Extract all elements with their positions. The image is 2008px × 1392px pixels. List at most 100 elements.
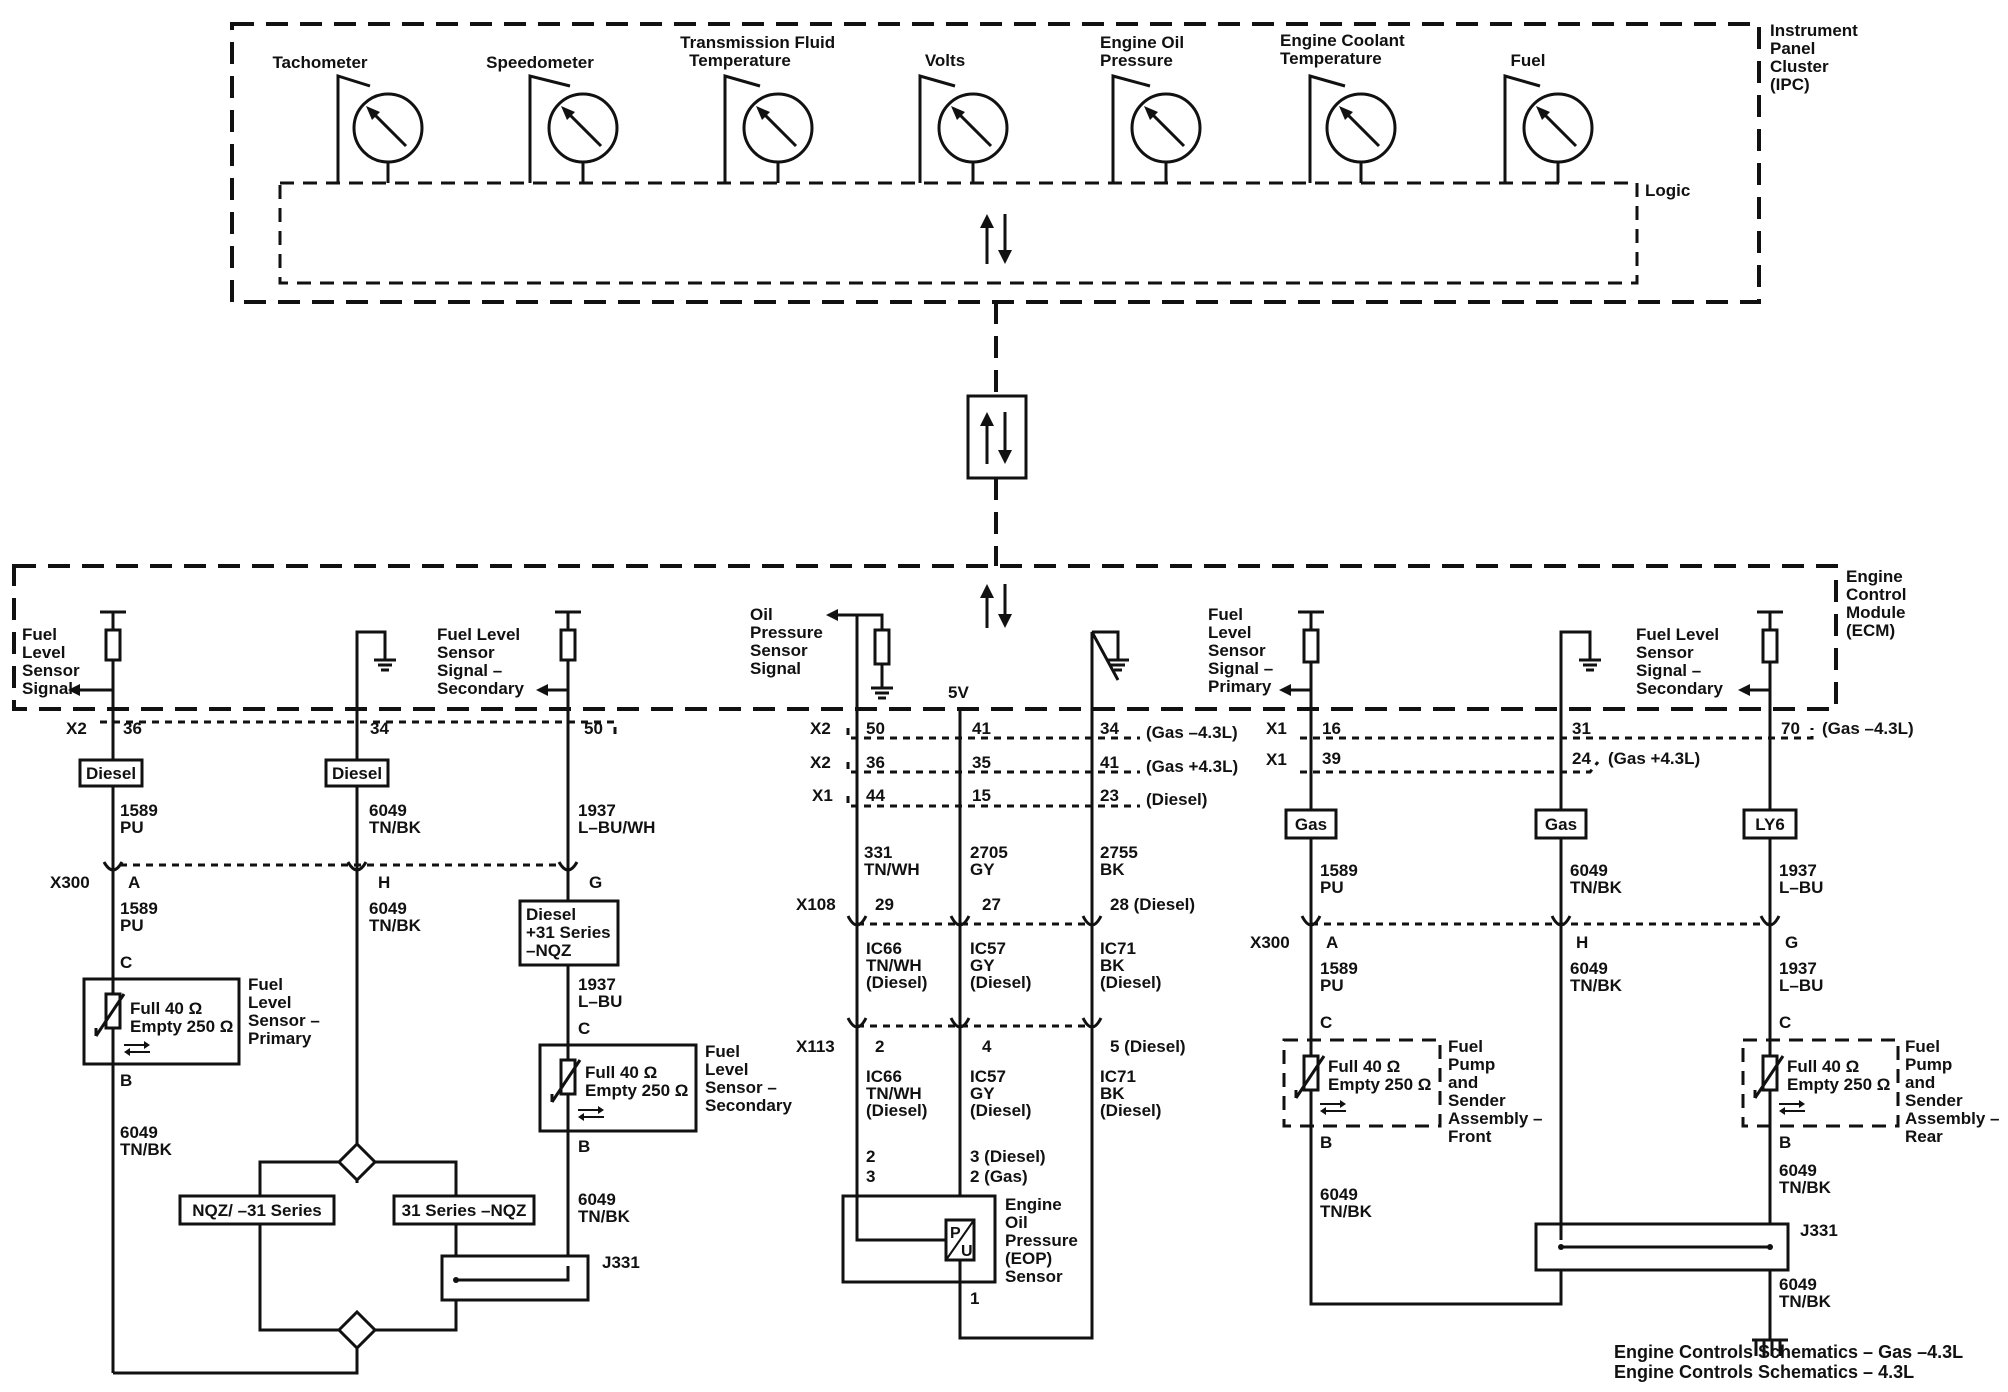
wire-label: 6049 TN/BK	[1570, 959, 1623, 995]
wire-label: 1937 L–BU	[578, 975, 622, 1011]
gauge-label: Fuel	[1511, 51, 1546, 70]
logic-block	[278, 181, 1639, 285]
option-tag	[178, 1194, 336, 1226]
gauge-label: Tachometer	[272, 53, 367, 72]
wire-label: 1589 PU	[1320, 959, 1363, 995]
logic-data-arrows	[980, 214, 1012, 264]
pin-label: 23	[1100, 786, 1119, 805]
pin-label: 39	[1322, 749, 1341, 768]
pin-label: 36	[866, 753, 885, 772]
option-tag	[1742, 808, 1798, 840]
pin-label: 16	[1322, 719, 1341, 738]
pin-label: 4	[982, 1037, 992, 1056]
ecm-module: Engine Control Module (ECM)	[12, 564, 1906, 711]
ecm-signal-label: Fuel Level Sensor Signal	[22, 625, 84, 698]
sensor-range: Full 40 Ω Empty 250 Ω	[130, 999, 233, 1036]
pin-label: 5 (Diesel)	[1110, 1037, 1186, 1056]
pin-label: H	[378, 873, 390, 892]
option-tag	[1284, 808, 1338, 840]
wire-label: IC57 GY (Diesel)	[970, 1067, 1031, 1120]
ecm-signal-label: Fuel Level Sensor Signal – Secondary	[1636, 625, 1724, 698]
pin-label: 70	[1781, 719, 1800, 738]
svg-text:LY6: LY6	[1755, 815, 1785, 834]
condition-label: (Diesel)	[1146, 790, 1207, 809]
connector-x1: X1	[1266, 719, 1287, 738]
pin-label: A	[1326, 933, 1338, 952]
wire-label: 1589 PU	[1320, 861, 1363, 897]
sensor-range: Full 40 Ω Empty 250 Ω	[1328, 1057, 1431, 1094]
option-tag	[392, 1194, 536, 1226]
pin-label: 2	[866, 1147, 875, 1166]
svg-text:U: U	[961, 1243, 973, 1260]
schematic-reference: Engine Controls Schematics – 4.3L	[1614, 1362, 1914, 1382]
connector-x108: X108	[796, 895, 836, 914]
option-label: Diesel +31 Series –NQZ	[526, 905, 615, 960]
serial-data-link	[966, 302, 1028, 628]
wire-label: 6049 TN/BK	[1320, 1185, 1373, 1221]
pin-label: 2 (Gas)	[970, 1167, 1028, 1186]
gauge-engine-oil-pressure: Engine Oil Pressure	[1100, 33, 1202, 183]
splice-label: J331	[1800, 1221, 1838, 1240]
wire-label: 6049 TN/BK	[1779, 1275, 1832, 1311]
wire-label: 6049 TN/BK	[578, 1190, 631, 1226]
pin-label: 15	[972, 786, 991, 805]
supply-label: 5V	[948, 683, 969, 702]
wire-label: 6049 TN/BK	[369, 899, 422, 935]
svg-text:Gas: Gas	[1295, 815, 1327, 834]
wire-label: 1937 L–BU	[1779, 959, 1823, 995]
pin-label: 50	[866, 719, 885, 738]
connector-x300: X300	[50, 873, 90, 892]
sensor-name: Fuel Level Sensor – Secondary	[705, 1042, 792, 1115]
pin-label: C	[1779, 1013, 1791, 1032]
splice-label: J331	[602, 1253, 640, 1272]
pin-label: A	[128, 873, 140, 892]
gauge-label: Engine Oil Pressure	[1100, 33, 1189, 70]
gauge-label: Transmission Fluid Temperature	[680, 33, 840, 70]
ipc-module: Instrument Panel Cluster (IPC) Logic	[230, 21, 1858, 304]
pin-label: 41	[1100, 753, 1119, 772]
svg-text:31 Series –NQZ: 31 Series –NQZ	[402, 1201, 527, 1220]
wire-label: 1589 PU	[120, 801, 163, 837]
gauge-fuel: Fuel	[1503, 51, 1594, 183]
pin-label: B	[578, 1137, 590, 1156]
option-tag	[1534, 808, 1588, 840]
eop-circuits: Oil Pressure Sensor Signal 5V X2 X2 X1 5…	[750, 605, 1238, 1340]
wire-label: 2755 BK	[1100, 843, 1143, 879]
wire-label: IC71 BK (Diesel)	[1100, 1067, 1161, 1120]
condition-label: (Gas +4.3L)	[1146, 757, 1238, 776]
gauge-tachometer: Tachometer	[272, 53, 424, 183]
option-box	[518, 899, 620, 967]
gauge-label: Engine Coolant Temperature	[1280, 31, 1409, 68]
svg-text:Gas: Gas	[1545, 815, 1577, 834]
wire-label: IC66 TN/WH (Diesel)	[866, 939, 927, 992]
splice-diamond	[336, 1141, 378, 1183]
svg-text:P: P	[950, 1225, 961, 1242]
svg-text:Diesel: Diesel	[86, 764, 136, 783]
ecm-boundary	[12, 564, 1838, 711]
splice-diamond	[336, 1309, 378, 1351]
connector-x1: X1	[1266, 750, 1287, 769]
connector-x300: X300	[1250, 933, 1290, 952]
wire-label: 6049 TN/BK	[369, 801, 422, 837]
pin-label: C	[1320, 1013, 1332, 1032]
wire-label: 1937 L–BU	[1779, 861, 1823, 897]
pin-label: 34	[1100, 719, 1119, 738]
pin-label: 36	[123, 719, 142, 738]
pin-label: 34	[370, 719, 389, 738]
pin-label: 3 (Diesel)	[970, 1147, 1046, 1166]
ecm-signal-label: Oil Pressure Sensor Signal	[750, 605, 828, 678]
pin-label: C	[578, 1019, 590, 1038]
connector-x1: X1	[812, 786, 833, 805]
pin-label: 29	[875, 895, 894, 914]
wire-label: 6049 TN/BK	[1779, 1161, 1832, 1197]
ecm-signal-label: Fuel Level Sensor Signal – Secondary	[437, 625, 525, 698]
bidirectional-arrows-icon	[578, 1106, 604, 1121]
wire-label: IC66 TN/WH (Diesel)	[866, 1067, 927, 1120]
bidirectional-arrows-icon	[1320, 1100, 1346, 1115]
svg-text:Diesel: Diesel	[332, 764, 382, 783]
sensor-range: Full 40 Ω Empty 250 Ω	[1787, 1057, 1890, 1094]
wire-label: 6049 TN/BK	[1570, 861, 1623, 897]
gauge-volts: Volts	[918, 51, 1009, 183]
